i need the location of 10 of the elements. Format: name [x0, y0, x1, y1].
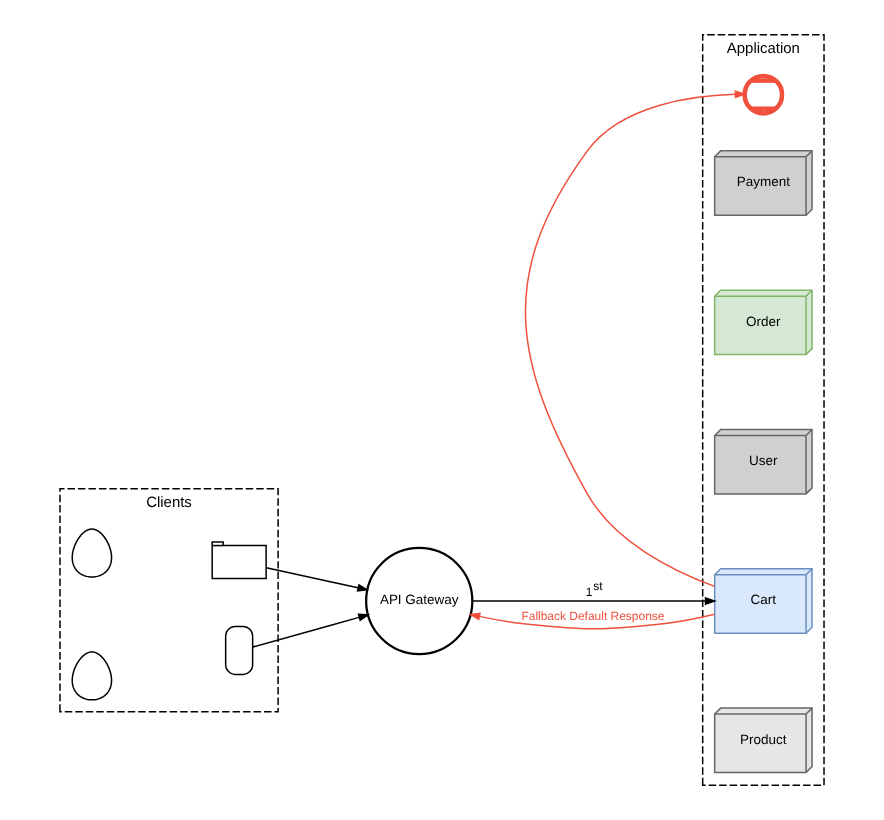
- arrow: [265, 566, 370, 592]
- arrow: [471, 596, 717, 606]
- node-cross: [742, 73, 785, 116]
- node-person: [71, 528, 113, 578]
- node-person: [71, 651, 113, 701]
- arrow: [468, 612, 716, 630]
- arrow: [252, 613, 371, 648]
- node-phone: [224, 625, 254, 676]
- arrow: [524, 90, 747, 588]
- cluster: Clients: [59, 487, 279, 713]
